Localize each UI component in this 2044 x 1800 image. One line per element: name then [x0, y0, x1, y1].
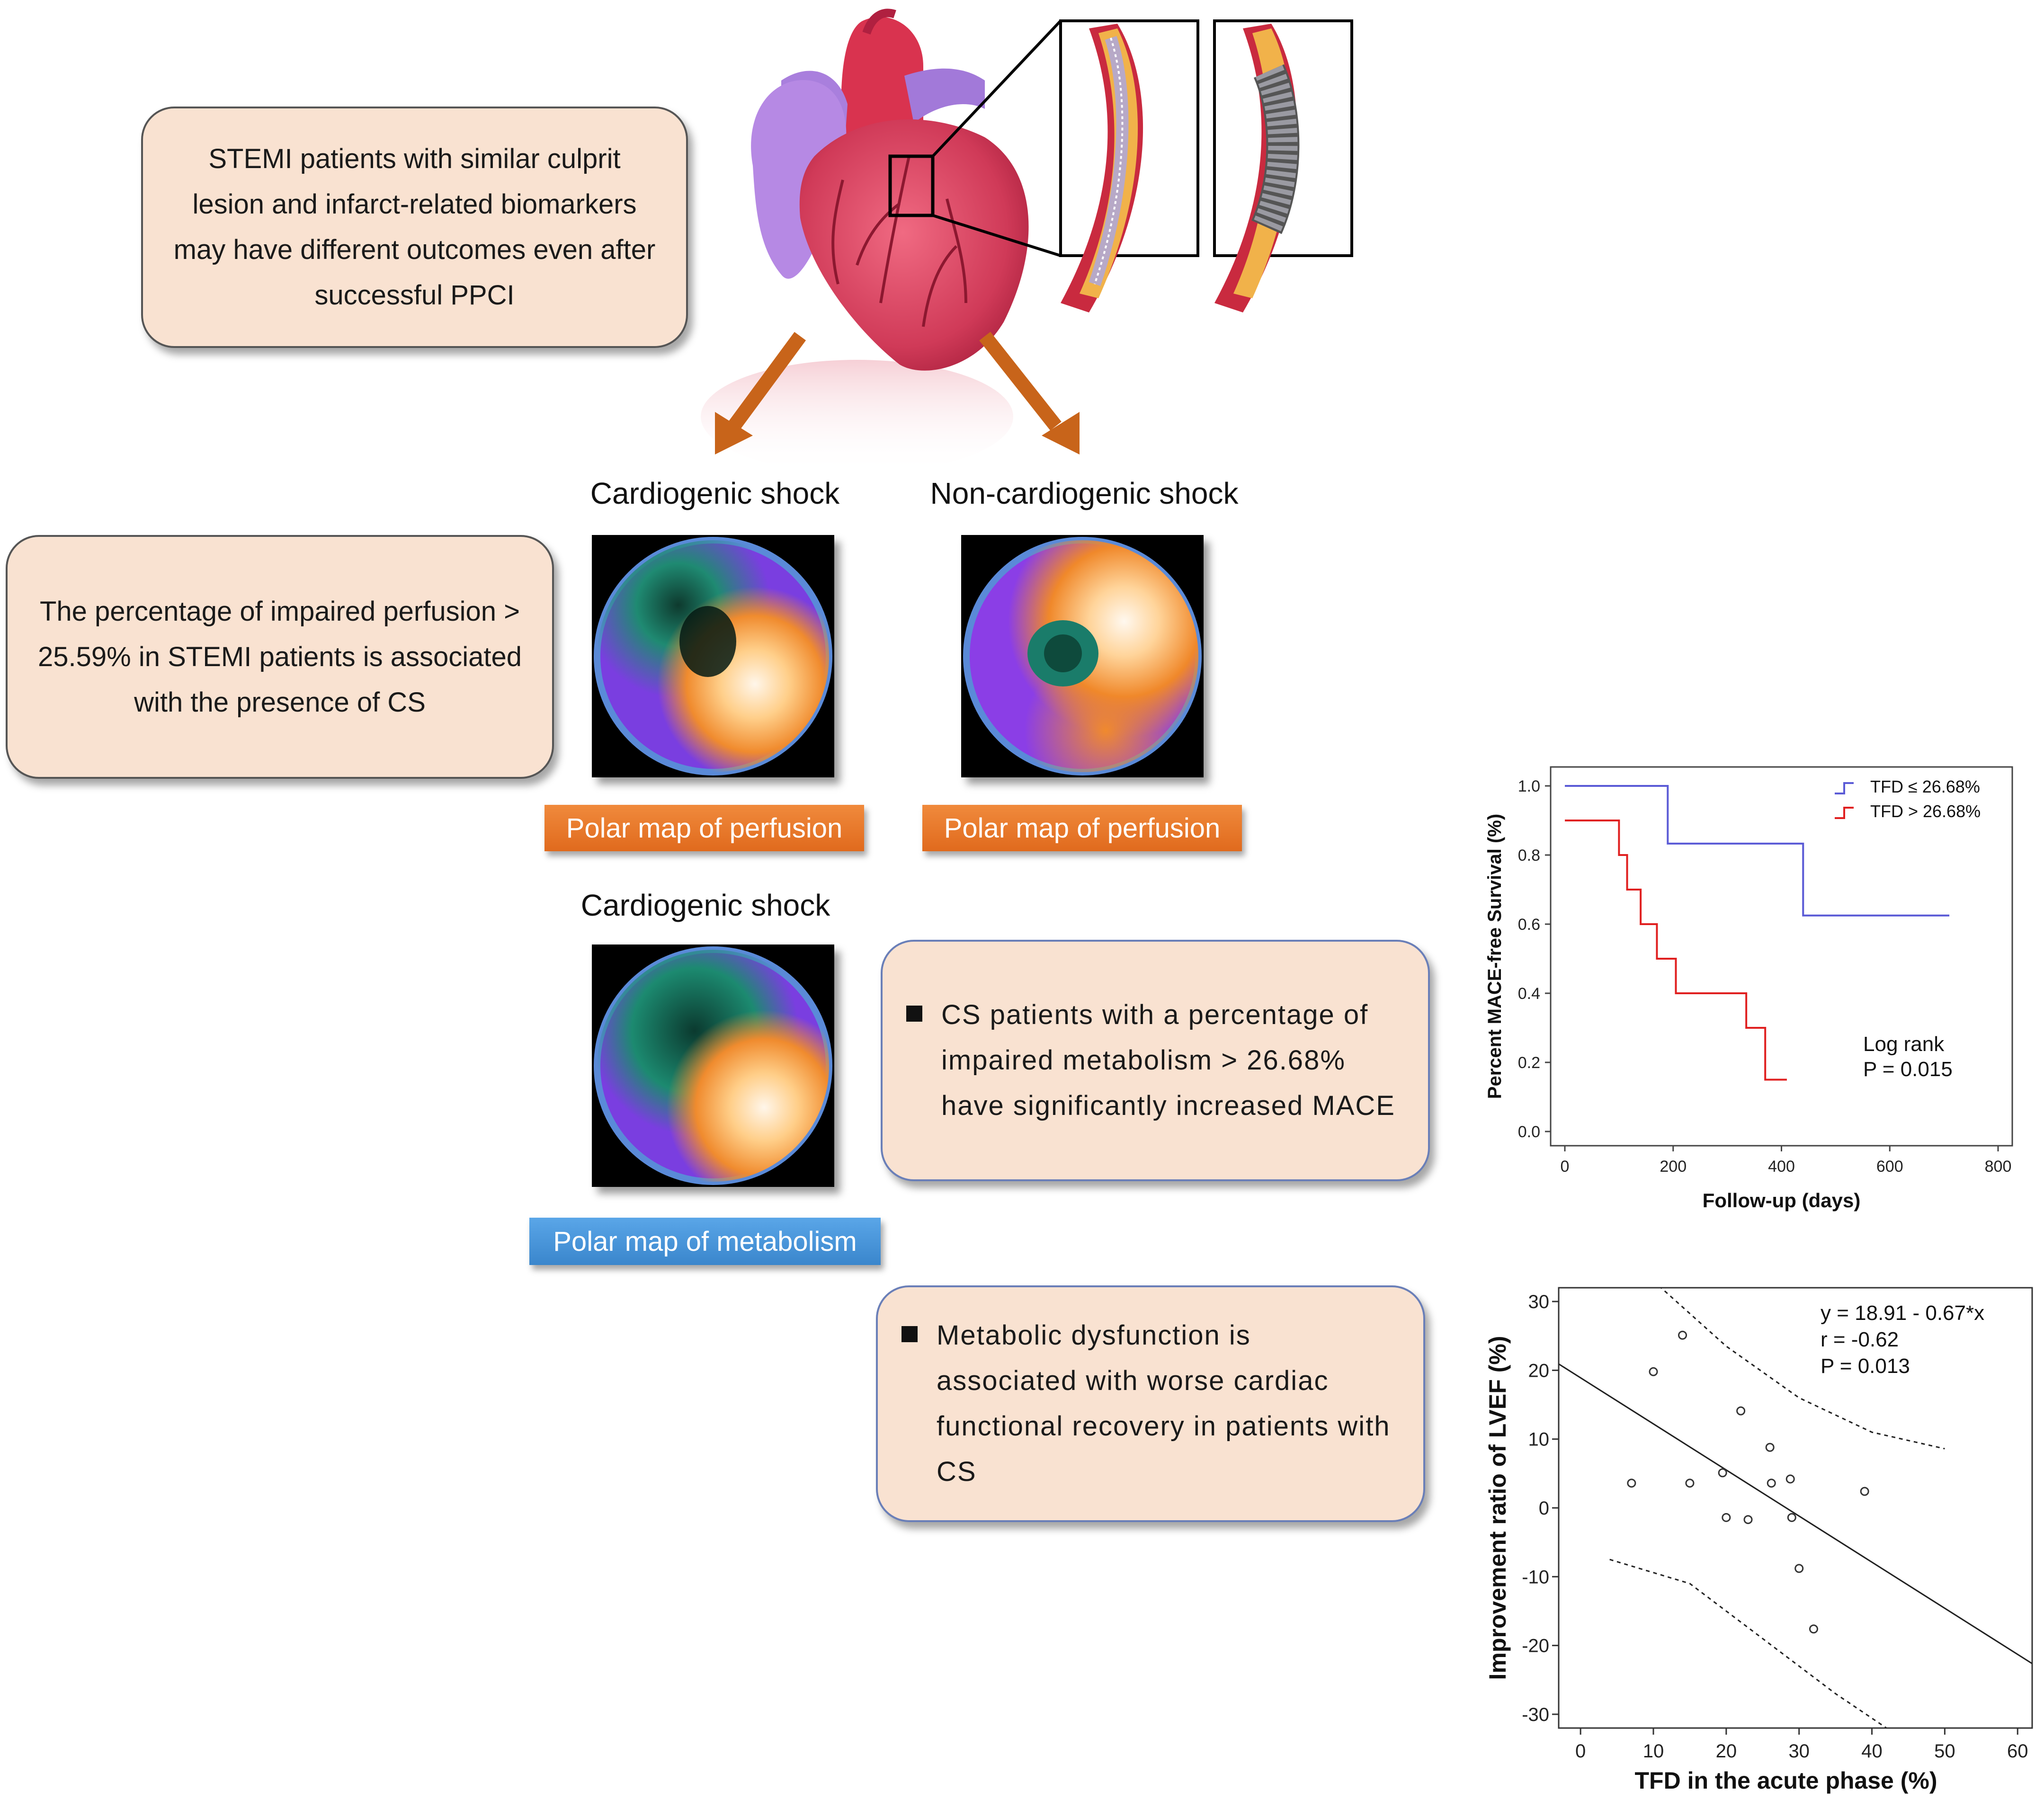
legend-swatch [1835, 782, 1854, 794]
heading-ncs-perfusion: Non-cardiogenic shock [930, 476, 1239, 510]
legend-label: TFD > 26.68% [1870, 802, 1981, 821]
survival-curve-1 [1565, 785, 1950, 917]
polar-map-perfusion-ncs [961, 535, 1204, 777]
heading-cs-metabolism: Cardiogenic shock [580, 888, 830, 922]
data-point [1627, 1479, 1636, 1488]
data-point [1718, 1468, 1727, 1478]
y-tick-label: 0 [1539, 1498, 1549, 1519]
y-tick-label: -20 [1522, 1636, 1549, 1657]
stats-annotation: y = 18.91 - 0.67*x [1821, 1301, 1984, 1325]
logrank-p-value: P = 0.015 [1863, 1058, 1953, 1081]
bullet-marker [906, 1006, 922, 1022]
x-tick-label: 0 [1561, 1158, 1570, 1176]
y-tick-label: -30 [1522, 1704, 1549, 1725]
lvef-finding-box: Metabolic dysfunction is associated with… [876, 1285, 1425, 1522]
data-point [1678, 1330, 1687, 1340]
plot-frame [1558, 1287, 2033, 1729]
survival-curve-2 [1565, 820, 1787, 1081]
km-survival-chart: 0.0 0.2 0.4 0.6 0.8 1.0 0 200 400 600 800Follow-up… [1484, 766, 2013, 1212]
x-tick-label: 10 [1643, 1741, 1664, 1762]
x-tick-label: 60 [2007, 1741, 2028, 1762]
x-tick-label: 0 [1575, 1741, 1586, 1762]
polar-map-perfusion-cs [592, 535, 834, 777]
data-point [1767, 1479, 1776, 1488]
bullet-marker [902, 1326, 918, 1342]
stats-annotation: P = 0.013 [1821, 1354, 1910, 1378]
arrow-to-cs [715, 332, 806, 454]
mace-finding-box: CS patients with a percentage of impaire… [881, 940, 1430, 1181]
x-axis-label: TFD in the acute phase (%) [1635, 1767, 1937, 1794]
mace-finding-text: CS patients with a percentage of impaire… [941, 999, 1395, 1121]
data-point [1860, 1487, 1869, 1496]
intro-box: STEMI patients with similar culprit lesi… [141, 107, 688, 348]
aorta [841, 17, 923, 147]
data-point [1787, 1513, 1796, 1522]
data-point [1765, 1443, 1775, 1452]
y-tick-label: 0.4 [1518, 985, 1540, 1003]
y-tick-label: 30 [1528, 1292, 1550, 1312]
ci-lower-curve [1609, 1559, 1887, 1728]
y-tick-label: 1.0 [1518, 777, 1540, 795]
heart-illustration [701, 9, 1353, 473]
y-tick-label: 0.2 [1518, 1054, 1540, 1072]
pulmonary-artery [904, 68, 985, 123]
y-tick-label: -10 [1522, 1567, 1549, 1587]
x-tick-label: 400 [1768, 1158, 1795, 1176]
heart-body [799, 119, 1029, 371]
data-point [1743, 1515, 1753, 1524]
polar-map-metabolism-cs [592, 945, 834, 1187]
data-point [1649, 1367, 1658, 1376]
x-tick-label: 30 [1788, 1741, 1810, 1762]
legend-label: TFD ≤ 26.68% [1870, 777, 1980, 796]
perfusion-finding-box: The percentage of impaired perfusion > 2… [6, 535, 554, 779]
tag-perfusion-ncs: Polar map of perfusion [922, 805, 1242, 851]
stats-annotation: r = -0.62 [1821, 1328, 1899, 1351]
y-tick-label: 0.0 [1518, 1123, 1540, 1141]
y-axis-label: Percent MACE-free Survival (%) [1484, 814, 1505, 1099]
arrow-to-ncs [979, 331, 1080, 454]
data-point [1736, 1406, 1746, 1416]
regression-line [1559, 1363, 2032, 1665]
tag-metabolism-cs: Polar map of metabolism [529, 1218, 881, 1265]
y-axis-label: Improvement ratio of LVEF (%) [1484, 1336, 1511, 1680]
x-tick-label: 20 [1716, 1741, 1737, 1762]
y-tick-label: 10 [1528, 1429, 1550, 1450]
zoom-box [888, 154, 935, 217]
x-tick-label: 200 [1660, 1158, 1687, 1176]
lvef-finding-text: Metabolic dysfunction is associated with… [937, 1320, 1391, 1487]
heart-reflection [701, 360, 1013, 473]
x-tick-label: 40 [1861, 1741, 1883, 1762]
perfusion-finding-text: The percentage of impaired perfusion > 2… [38, 596, 522, 718]
data-point [1685, 1479, 1695, 1488]
legend-swatch [1835, 807, 1854, 819]
intro-text: STEMI patients with similar culprit lesi… [173, 143, 656, 311]
data-point [1722, 1513, 1731, 1522]
heading-cs-perfusion: Cardiogenic shock [590, 476, 840, 510]
y-tick-label: 20 [1528, 1360, 1550, 1381]
y-tick-label: 0.6 [1518, 916, 1540, 934]
x-tick-label: 600 [1876, 1158, 1903, 1176]
data-point [1809, 1624, 1818, 1634]
y-tick-label: 0.8 [1518, 847, 1540, 864]
data-point [1785, 1474, 1795, 1484]
tag-perfusion-cs: Polar map of perfusion [544, 805, 864, 851]
x-tick-label: 50 [1934, 1741, 1955, 1762]
x-tick-label: 800 [1985, 1158, 2012, 1176]
x-axis-label: Follow-up (days) [1703, 1189, 1861, 1212]
data-point [1794, 1564, 1804, 1573]
logrank-label: Log rank [1863, 1033, 1945, 1056]
